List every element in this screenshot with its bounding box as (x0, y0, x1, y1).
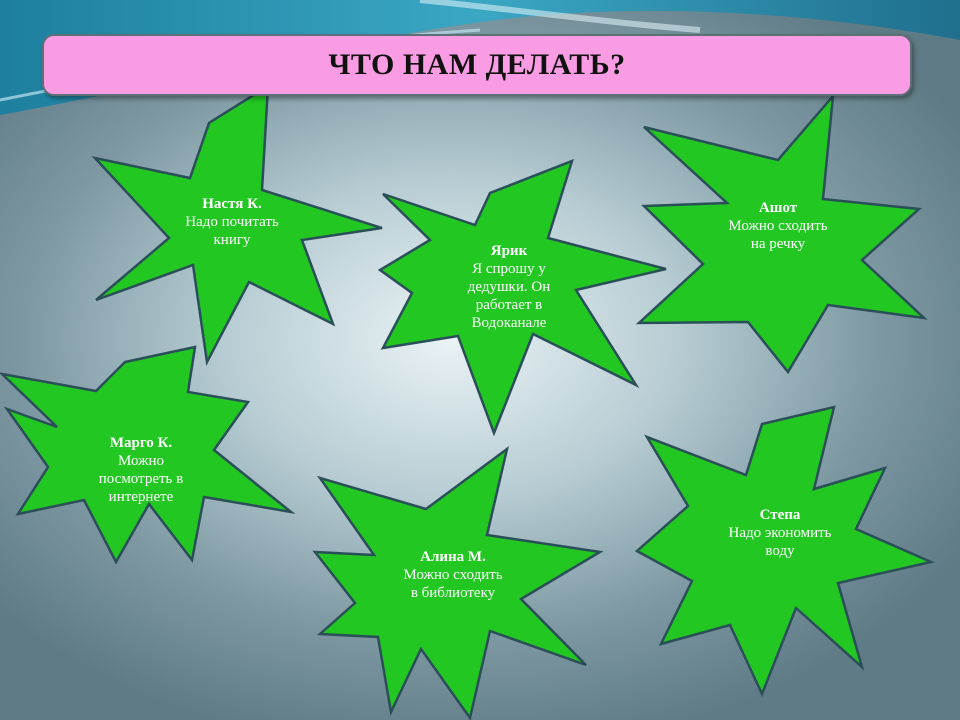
star-shape-stepa (634, 405, 935, 698)
star-text-line: Надо почитать (185, 214, 279, 230)
star-text-line: книгу (213, 232, 251, 248)
title-banner: ЧТО НАМ ДЕЛАТЬ? (42, 34, 912, 96)
star-text-line: в библиотеку (410, 585, 496, 601)
star-text-line: на речку (750, 236, 806, 252)
star-shape-alina (312, 445, 604, 720)
star-text-line: Можно сходить (403, 567, 503, 583)
star-margo: Марго К. Можно посмотреть в интернете (99, 434, 183, 506)
star-text-line: дедушки. Он (467, 279, 551, 295)
star-text-line: Можно (118, 453, 164, 469)
star-text-line: Я спрошу у (472, 261, 546, 277)
star-author-name: Настя К. (202, 196, 262, 212)
star-alina: Алина М. Можно сходить в библиотеку (403, 548, 502, 602)
star-author-name: Ашот (758, 200, 798, 216)
star-author-name: Алина М. (420, 549, 486, 565)
star-text-line: Водоканале (471, 315, 547, 331)
page-title: ЧТО НАМ ДЕЛАТЬ? (328, 48, 626, 81)
star-text-line: Можно сходить (728, 218, 828, 234)
star-yarik: Ярик Я спрошу у дедушки. Он работает в В… (468, 242, 550, 332)
star-stepa: Степа Надо экономить воду (729, 506, 832, 560)
star-nastya: Настя К. Надо почитать книгу (185, 195, 279, 249)
star-shape-nastya (91, 83, 383, 366)
star-shape-margo (0, 345, 296, 565)
star-shape-yarik (377, 158, 667, 437)
star-ashot: Ашот Можно сходить на речку (728, 199, 827, 253)
star-author-name: Ярик (490, 243, 528, 259)
star-text-line: работает в (475, 297, 543, 313)
star-text-line: воду (765, 543, 795, 559)
star-text-line: Надо экономить (728, 525, 832, 541)
star-text-line: посмотреть в (98, 471, 184, 487)
star-author-name: Степа (759, 507, 801, 523)
star-text-line: интернете (108, 489, 174, 505)
star-shape-ashot (635, 92, 928, 375)
star-author-name: Марго К. (109, 435, 173, 451)
